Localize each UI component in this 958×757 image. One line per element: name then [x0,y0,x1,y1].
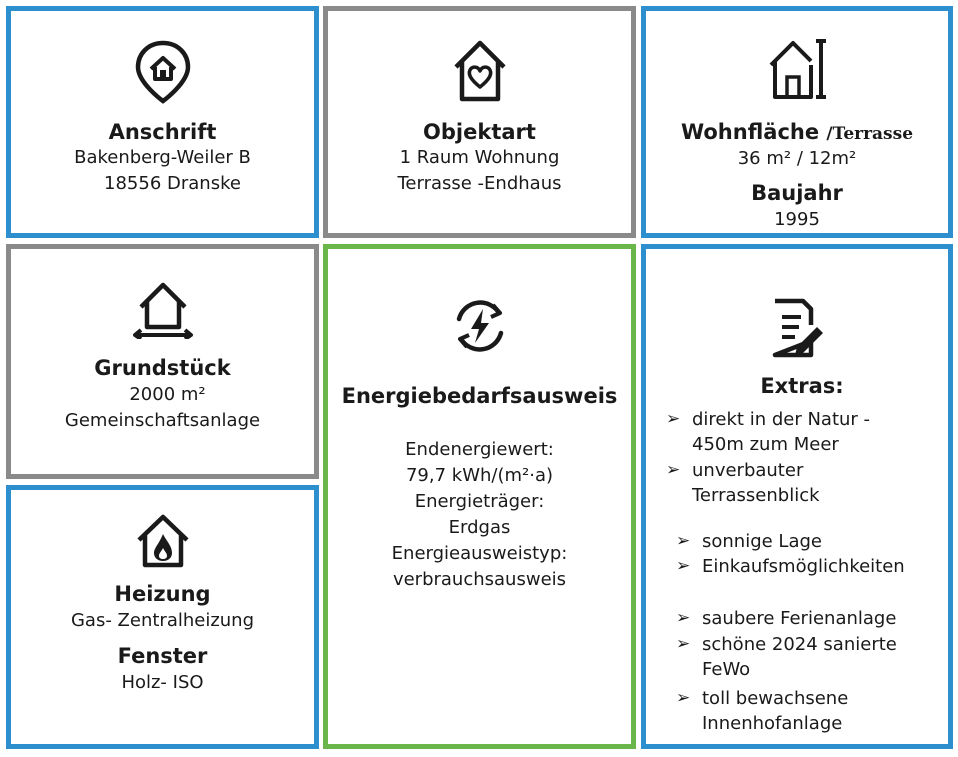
wohnflaeche-title-suffix: /Terrasse [826,124,914,144]
list-item: ➢ schöne 2024 sanierte FeWo [676,634,897,680]
list-item: ➢ sonnige Lage [676,531,822,552]
fenster-value: Holz- ISO [121,672,204,693]
fenster-title: Fenster [117,644,208,668]
arrow-bullet-icon: ➢ [676,688,691,708]
house-heart-icon [453,40,506,102]
list-item: ➢ saubere Ferienanlage [676,608,897,629]
list-item: ➢ Einkaufsmöglichkeiten [676,556,905,577]
card-energie: Energiebedarfsausweis Endenergiewert: 79… [323,244,636,749]
objektart-title: Objektart [423,120,536,144]
heizung-value: Gas- Zentralheizung [70,610,255,631]
list-item: ➢ direkt in der Natur - 450m zum Meer [666,409,871,455]
anschrift-street: Bakenberg-Weiler B [74,147,251,168]
energy-cycle-bolt-icon [456,300,503,352]
card-heizung: Heizung Gas- Zentralheizung Fenster Holz… [6,485,319,749]
energie-line: 79,7 kWh/(m²·a) [405,465,554,486]
arrow-bullet-icon: ➢ [666,409,681,429]
grundstueck-title: Grundstück [94,356,231,380]
energie-title: Energiebedarfsausweis [341,384,618,408]
anschrift-city: 18556 Dranske [104,173,241,194]
arrow-bullet-icon: ➢ [676,531,691,551]
arrow-bullet-icon: ➢ [676,634,691,654]
objektart-type: 1 Raum Wohnung [399,147,560,168]
arrow-bullet-icon: ➢ [666,460,681,480]
energie-line: Energieausweistyp: [391,543,568,564]
card-wohnflaeche: Wohnfläche /Terrasse 36 m² / 12m² Baujah… [641,6,953,238]
card-objektart: Objektart 1 Raum Wohnung Terrasse -Endha… [323,6,636,238]
arrow-bullet-icon: ➢ [676,608,691,628]
list-item: ➢ unverbauter Terrassenblick [666,460,820,506]
document-pen-icon [772,298,823,358]
card-grundstueck: Grundstück 2000 m² Gemeinschaftsanlage [6,244,319,479]
baujahr-title: Baujahr [751,181,843,205]
wohnflaeche-value: 36 m² / 12m² [737,148,857,169]
house-measure-icon [769,39,826,99]
objektart-location: Terrasse -Endhaus [397,173,562,194]
anschrift-title: Anschrift [108,120,217,144]
grundstueck-type: Gemeinschaftsanlage [64,410,261,431]
baujahr-value: 1995 [774,209,820,230]
heizung-title: Heizung [114,582,211,606]
energie-line: Energieträger: [414,491,545,512]
grundstueck-area: 2000 m² [129,384,206,405]
arrow-bullet-icon: ➢ [676,556,691,576]
card-anschrift: Anschrift Bakenberg-Weiler B 18556 Drans… [6,6,319,238]
extras-title: Extras: [760,374,844,398]
list-item: ➢ toll bewachsene Innenhofanlage [676,688,849,734]
house-plot-icon [132,282,193,339]
energie-line: Erdgas [448,517,511,538]
card-extras: Extras: ➢ direkt in der Natur - 450m zum… [641,244,953,749]
house-flame-icon [136,514,189,568]
energie-line: Endenergiewert: [405,439,554,460]
wohnflaeche-title: Wohnfläche [680,120,820,144]
energie-line: verbrauchsausweis [392,569,567,590]
wohnflaeche-title-row: Wohnfläche /Terrasse [646,119,948,147]
location-home-pin-icon [135,40,190,104]
